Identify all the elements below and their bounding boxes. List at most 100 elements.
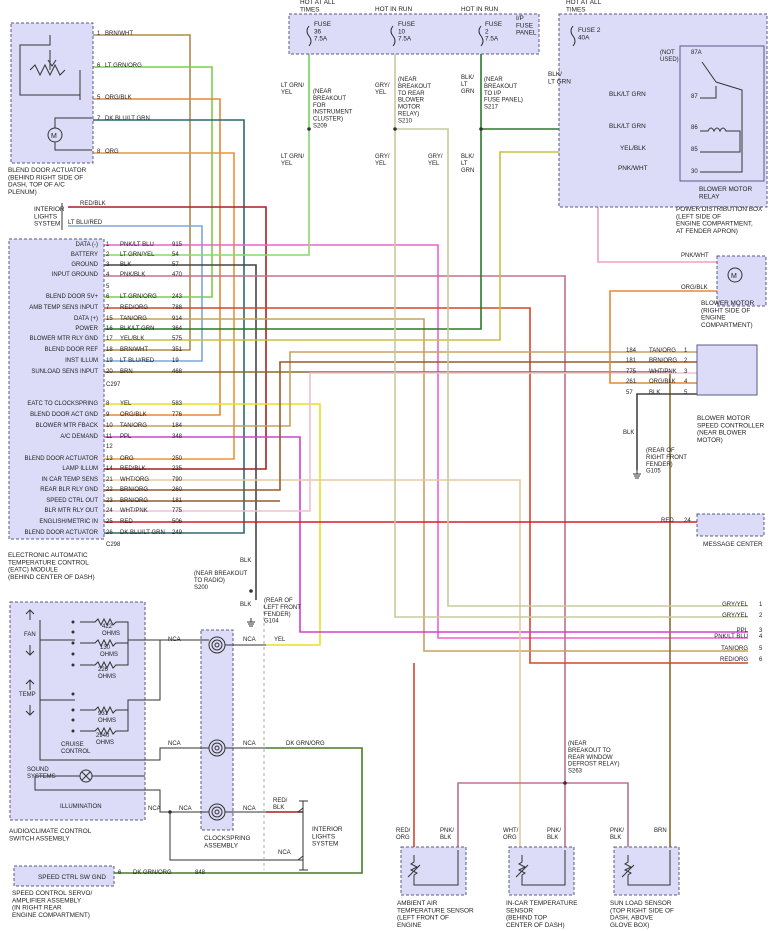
c298-pin-9: 9 [106, 412, 110, 418]
wire-gry-yel-bot: GRY/YEL [375, 154, 390, 167]
sc-wire-2: BRN/ORG [649, 358, 677, 364]
sc-wire-1: TAN/ORG [649, 348, 676, 354]
c298-circuit-21: 790 [172, 477, 183, 483]
fuse2-wire-blk-ltgrn: BLK/LT GRN [548, 71, 571, 85]
c298-name-22: REAR BLR RLY GND [40, 487, 98, 493]
c298-pin-23: 23 [106, 498, 113, 504]
c297-pin-2: 2 [106, 252, 110, 258]
wire-battery [104, 46, 310, 256]
relay-coil-symbol [700, 61, 743, 173]
c298-pin-24: 24 [106, 508, 113, 514]
c297-pin-1: 1 [106, 242, 110, 248]
c297-wire-4: PNK/BLK [120, 272, 145, 278]
c297-wire-17: YEL/BLK [120, 336, 144, 342]
c298-name-24: BLR MTR RLY OUT [45, 508, 99, 514]
c297-name-17: BLOWER MTR RLY GND [30, 336, 99, 342]
wire-gry-yel-top: GRY/YEL [375, 83, 390, 96]
terminal-85: 85 [691, 147, 698, 153]
bus-wire-4: PNK/LT BLU [714, 634, 748, 640]
c298-name-9: BLEND DOOR ACT GND [30, 412, 99, 418]
clockspring-yel-label: YEL [274, 637, 286, 643]
c298-circuit-13: 250 [172, 456, 183, 462]
c297-circuit-4: 470 [172, 272, 183, 278]
motor-m-icon: M [47, 117, 92, 151]
sc-pin-4: 4 [684, 379, 688, 385]
c298-wire-10: TAN/ORG [120, 423, 147, 429]
svg-text:M: M [731, 273, 737, 280]
eatc-conn-c298: C298 [106, 542, 121, 548]
speed-servo-wire: DK GRN/ORG [133, 870, 172, 876]
ambient-sensor-wire-2: PNK/BLK [440, 828, 454, 841]
nca-label-2: NCA [243, 637, 256, 643]
wire-lt-grn-yel-top: LT GRN/YEL [281, 83, 304, 96]
message-center-wire: RED [661, 518, 674, 524]
potentiometer-symbol [19, 35, 81, 100]
c298-circuit-14: 235 [172, 466, 183, 472]
c297-circuit-18: 351 [172, 347, 183, 353]
eatc-module-box [8, 238, 105, 540]
ground-g105-icon [633, 470, 641, 479]
c298-pin-22: 22 [106, 487, 113, 493]
pdb-wire-blk-ltgrn-86: BLK/LT GRN [609, 123, 646, 130]
c298-pin-26: 26 [106, 530, 113, 536]
terminal-87: 87 [691, 94, 698, 100]
ambient-sensor-wire-1: RED/ORG [396, 828, 411, 841]
speed-servo-circuit: 848 [195, 870, 206, 876]
c297-pin-5: 5 [106, 284, 110, 290]
c297-wire-7: RED/ORG [120, 305, 148, 311]
wire-input-ground [104, 275, 566, 783]
wire-bda-org-blk [93, 98, 221, 416]
wire-ac-demand [104, 436, 748, 633]
blower-motor-relay-box [679, 45, 765, 182]
nca-label-3: NCA [168, 741, 181, 747]
svg-text:M: M [51, 133, 57, 140]
c298-wire-23: BRN/ORG [120, 498, 148, 504]
c297-name-18: BLEND DOOR REF [45, 347, 99, 353]
c297-wire-19: LT BLU/RED [120, 358, 155, 364]
speed-servo-pin: 6 [118, 870, 122, 876]
c297-circuit-19: 19 [172, 358, 179, 364]
c297-pin-6: 6 [106, 294, 110, 300]
wire-bda-dk-blu-lt-grn [93, 119, 245, 534]
c297-wire-3: BLK [120, 262, 131, 268]
wire-sc-blk-57 [636, 393, 697, 470]
c298-wire-9: ORG/BLK [120, 412, 147, 418]
blower-motor-icon: M [727, 267, 743, 283]
nca-label-5: NCA [148, 806, 161, 812]
c297-wire-18: BRN/WHT [120, 347, 148, 353]
sc-pin-3: 3 [684, 369, 688, 375]
c297-circuit-6: 243 [172, 294, 183, 300]
c298-wire-14: RED/BLK [120, 466, 146, 472]
bus-pin-5: 5 [759, 646, 763, 652]
bus-pin-2: 2 [759, 613, 763, 619]
c298-pin-8: 8 [106, 401, 110, 407]
ground-g104-icon [247, 618, 255, 627]
c297-circuit-1: 915 [172, 242, 183, 248]
c298-circuit-24: 775 [172, 508, 183, 514]
sunload-sensor-box [613, 846, 680, 896]
fan-label: FAN [24, 632, 36, 638]
c297-wire-6: LT GRN/ORG [120, 294, 157, 300]
sc-wire-3: WHT/PNK [649, 369, 677, 375]
interior-lights-1-wire-1: RED/BLK [80, 201, 106, 207]
sunload-sensor-wire-1: PNK/BLK [610, 828, 624, 841]
c298-wire-24: WHT/PNK [120, 508, 148, 514]
blower-motor-wire-2: ORG/BLK [681, 285, 708, 291]
c297-circuit-2: 54 [172, 252, 179, 258]
wire-blk-g104: BLK [240, 602, 251, 608]
pdb-wire-pnk-wht-30: PNK/WHT [618, 165, 648, 172]
bus-wire-5: TAN/ORG [721, 646, 748, 652]
